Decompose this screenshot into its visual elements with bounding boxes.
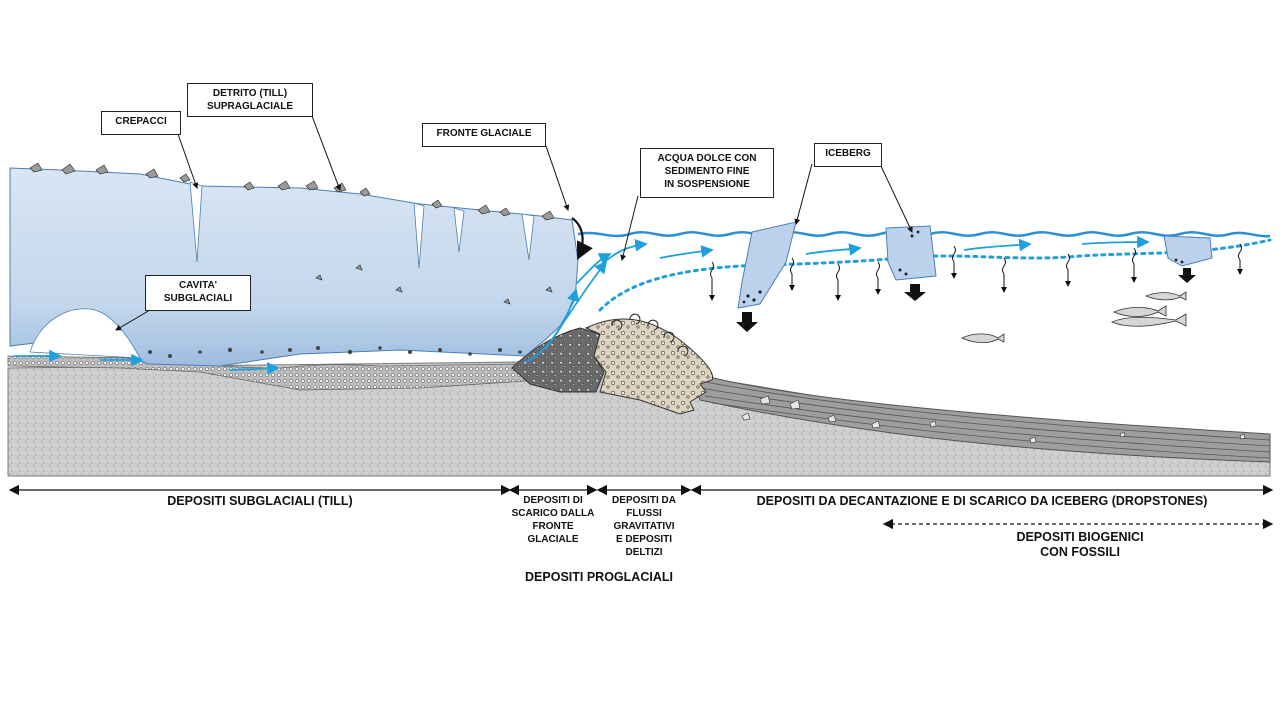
turbulence-swirls: [611, 313, 689, 357]
callout-leaders: [115, 115, 913, 331]
label-depositi-biogenici: DEPOSITI BIOGENICI CON FOSSILI: [1016, 530, 1144, 559]
layered-sediments: [689, 371, 1271, 463]
iceberg-shapes: [737, 221, 1213, 309]
callout-fronte-glaciale: FRONTE GLACIALE: [422, 123, 546, 147]
crevasses: [189, 181, 535, 269]
label-scarico-fronte: DEPOSITI DI SCARICO DALLA FRONTE GLACIAL…: [511, 495, 595, 545]
callout-cavita-subglaciali: CAVITA' SUBGLACIALI: [145, 275, 251, 311]
callout-detrito-supraglaciale: DETRITO (TILL) SUPRAGLACIALE: [187, 83, 313, 117]
callout-crepacci: CREPACCI: [101, 111, 181, 135]
meltwater-flow-arrows: [14, 235, 1150, 375]
gravity-flow-deltaic-deposits: [584, 318, 714, 415]
label-decantazione-dropstones: DEPOSITI DA DECANTAZIONE E DI SCARICO DA…: [756, 494, 1208, 508]
subglacial-cavity-shape: [29, 308, 141, 359]
callout-acqua-dolce: ACQUA DOLCE CON SEDIMENTO FINE IN SOSPEN…: [640, 148, 774, 198]
sediment-plume-boundary: [598, 238, 1272, 312]
zone-extent-arrows: [8, 484, 1274, 530]
label-depositi-proglaciali: DEPOSITI PROGLACIALI: [525, 570, 673, 584]
settling-sediment-arrows: [709, 243, 1243, 301]
iceberg-debris: [742, 230, 1184, 304]
fish-group: [961, 291, 1187, 344]
label-depositi-subglaciali: DEPOSITI SUBGLACIALI (TILL): [167, 494, 353, 508]
basal-debris: [148, 346, 522, 358]
callout-iceberg: ICEBERG: [814, 143, 882, 167]
label-flussi-gravitativi: DEPOSITI DA FLUSSI GRAVITATIVI E DEPOSIT…: [612, 495, 676, 558]
dropstone-arrows: [736, 268, 1196, 332]
